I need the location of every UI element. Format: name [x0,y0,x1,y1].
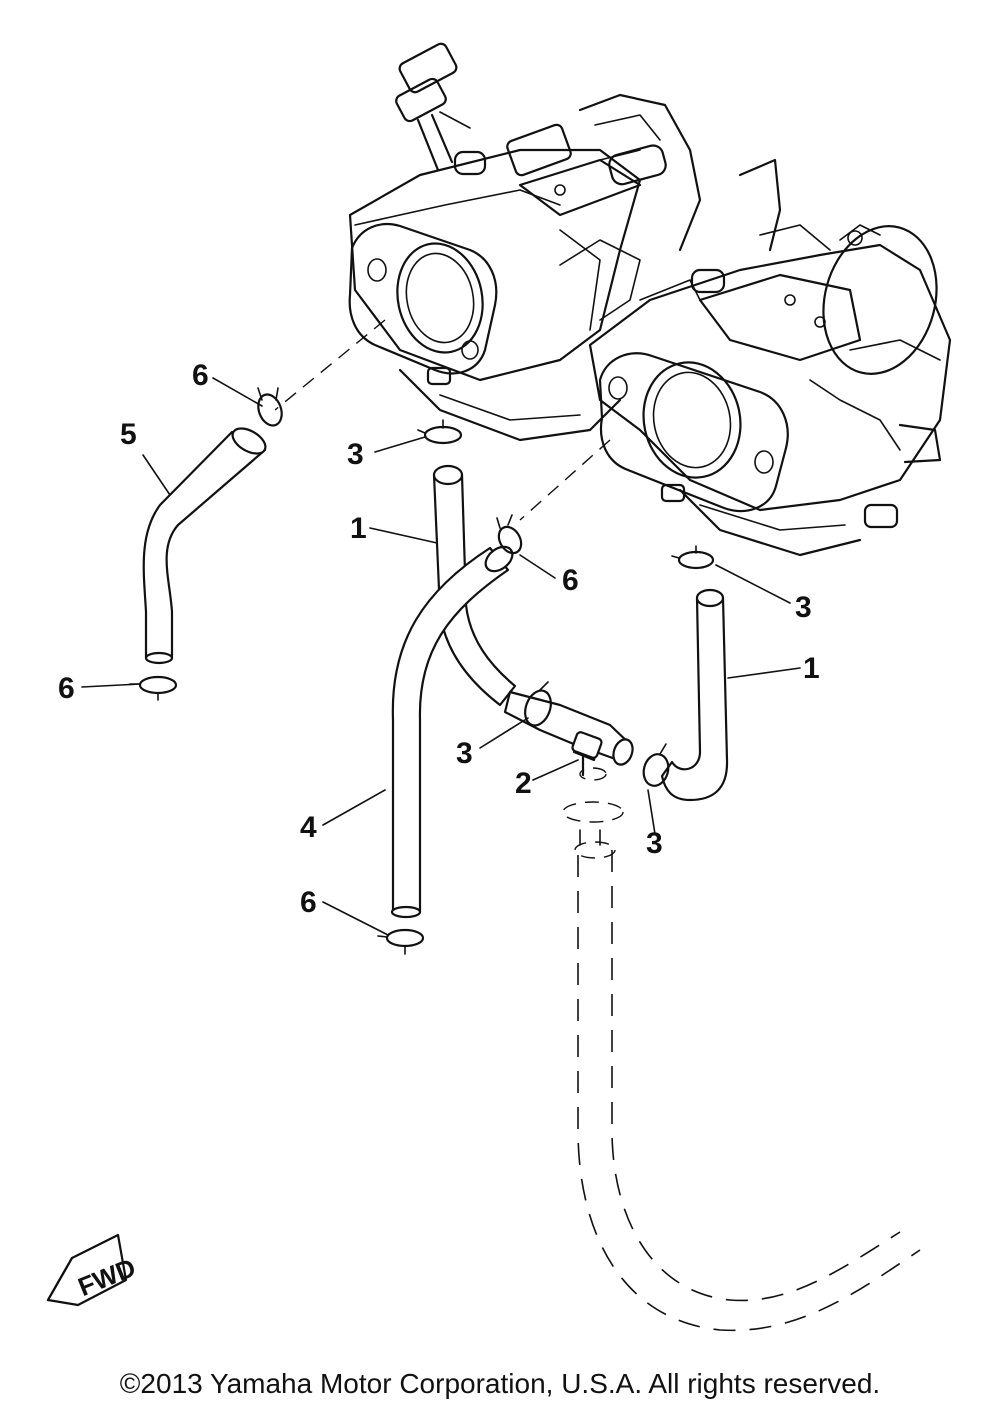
top-fitting [395,42,471,172]
clamp-3-d [642,743,670,787]
clamp-6-d [377,928,425,955]
fwd-label: FWD [74,1252,140,1302]
outlet-right [660,483,686,503]
callout-5: 5 [120,418,137,451]
copyright-notice: ©2013 Yamaha Motor Corporation, U.S.A. A… [119,1368,881,1399]
callout-1: 1 [350,512,367,545]
callout-6: 6 [300,886,317,919]
callout-leaders [81,377,801,936]
hose-1-right [660,588,729,802]
callout-3: 3 [646,827,663,860]
callout-numbers: 6 5 3 1 6 3 1 3 2 3 4 6 6 [58,359,820,919]
clamp-3-c [524,681,552,727]
callout-3: 3 [347,438,364,471]
callout-1: 1 [803,652,820,685]
clamp-6-c [129,675,178,701]
callout-4: 4 [300,811,317,844]
drain-hose-dashed [562,767,921,1332]
hose-4 [390,545,514,919]
callout-6: 6 [58,672,75,705]
hose-1-left [432,464,517,707]
carburetor-assembly [348,42,952,557]
callout-2: 2 [515,767,532,800]
clamps [129,387,715,955]
hose-5 [142,427,267,665]
forward-arrow: FWD [46,1233,140,1307]
carburetor-right [588,158,952,557]
leader-lines [274,319,611,521]
callout-6: 6 [562,564,579,597]
joint-2 [503,690,634,777]
clamp-3-a [417,419,463,445]
callout-6: 6 [192,359,209,392]
carburetor-left [348,93,702,442]
callout-3: 3 [795,591,812,624]
callout-3: 3 [456,737,473,770]
clamp-6-a [257,387,283,427]
outlet-left [426,366,452,386]
clamp-3-b [671,545,715,570]
clamp-6-b [496,514,523,555]
